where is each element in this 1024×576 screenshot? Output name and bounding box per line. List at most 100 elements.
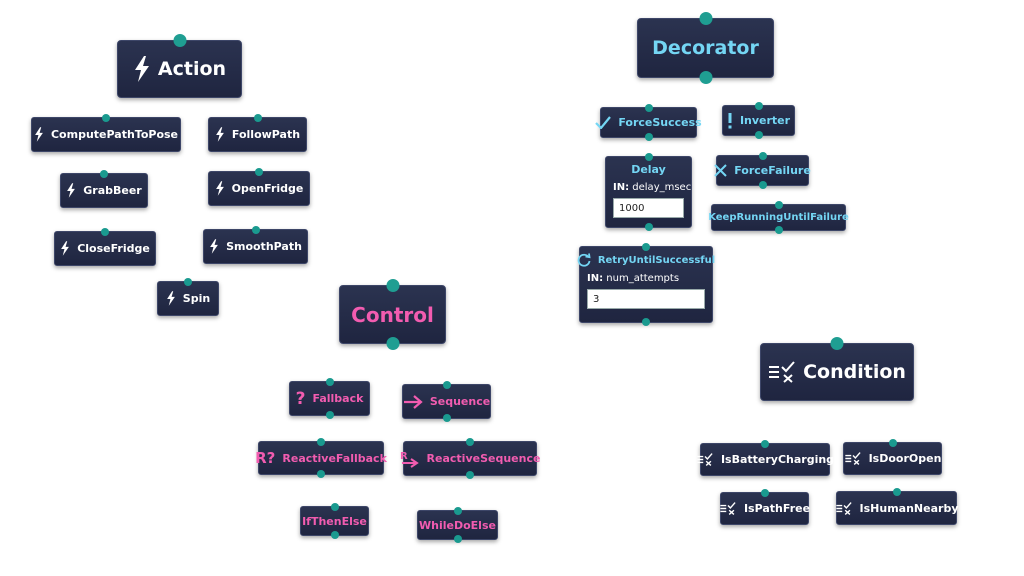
num-attempts-input[interactable]: 3 <box>587 289 705 309</box>
decorator-node-delay[interactable]: Delay IN: delay_msec 1000 <box>605 153 692 231</box>
input-port[interactable] <box>184 278 192 286</box>
control-category-label: Control <box>351 302 434 327</box>
decorator-node-force-success[interactable]: ForceSuccess <box>595 104 702 141</box>
control-node-reactive-sequence[interactable]: R ReactiveSequence <box>400 438 540 479</box>
param-name: delay_msec <box>632 182 692 193</box>
input-port[interactable] <box>774 201 783 209</box>
check-icon <box>595 116 612 129</box>
control-node-reactive-fallback[interactable]: R? ReactiveFallback <box>255 438 387 478</box>
control-label: IfThenElse <box>302 514 367 528</box>
action-category-node[interactable]: Action <box>117 34 242 98</box>
bolt-icon <box>66 183 76 198</box>
action-label: SmoothPath <box>226 240 302 253</box>
exclamation-icon <box>727 112 733 129</box>
param-line: IN: delay_msec <box>613 182 691 193</box>
action-label: GrabBeer <box>83 184 142 197</box>
question-icon: ? <box>295 388 306 409</box>
param-prefix: IN: <box>613 182 630 193</box>
condition-icon <box>768 361 796 383</box>
reactive-arrow-icon: R <box>400 450 420 468</box>
control-node-sequence[interactable]: Sequence <box>402 381 491 422</box>
action-node-close-fridge[interactable]: CloseFridge <box>54 228 156 266</box>
input-port[interactable] <box>330 503 339 511</box>
condition-node-is-battery-charging[interactable]: IsBatteryCharging <box>697 440 834 476</box>
output-port[interactable] <box>317 470 325 478</box>
condition-category-input-port[interactable] <box>830 337 844 350</box>
output-port[interactable] <box>453 535 462 543</box>
control-node-fallback[interactable]: ? Fallback <box>289 378 370 419</box>
input-port[interactable] <box>760 489 769 497</box>
delay-msec-input[interactable]: 1000 <box>613 198 684 218</box>
condition-node-is-human-nearby[interactable]: IsHumanNearby <box>835 488 958 525</box>
input-port[interactable] <box>101 228 109 236</box>
output-port[interactable] <box>330 531 339 539</box>
input-port[interactable] <box>466 438 474 446</box>
bolt-icon <box>34 127 44 142</box>
condition-node-is-door-open[interactable]: IsDoorOpen <box>843 439 942 475</box>
action-node-open-fridge[interactable]: OpenFridge <box>208 168 310 206</box>
input-port[interactable] <box>453 507 462 515</box>
input-port[interactable] <box>644 153 653 161</box>
output-port[interactable] <box>325 411 334 419</box>
decorator-label: ForceFailure <box>734 164 811 177</box>
condition-category-node[interactable]: Condition <box>760 337 914 401</box>
decorator-node-retry-until-successful[interactable]: RetryUntilSuccessful IN: num_attempts 3 <box>577 243 715 326</box>
control-category-output-port[interactable] <box>386 337 399 350</box>
output-port[interactable] <box>642 318 650 326</box>
action-label: ComputePathToPose <box>50 128 179 141</box>
condition-node-is-path-free[interactable]: IsPathFree <box>719 489 810 525</box>
decorator-category-input-port[interactable] <box>699 12 712 25</box>
x-icon <box>714 164 727 177</box>
input-port[interactable] <box>442 381 451 389</box>
input-port[interactable] <box>888 439 897 447</box>
input-port[interactable] <box>102 114 110 122</box>
bolt-icon <box>166 291 176 306</box>
bolt-icon <box>60 241 70 256</box>
bolt-icon <box>209 239 219 254</box>
action-node-grab-beer[interactable]: GrabBeer <box>60 170 148 208</box>
input-port[interactable] <box>892 488 901 496</box>
control-node-if-then-else[interactable]: IfThenElse <box>300 503 369 539</box>
condition-category-label: Condition <box>803 361 906 383</box>
output-port[interactable] <box>754 131 763 139</box>
input-port[interactable] <box>317 438 325 446</box>
action-node-smooth-path[interactable]: SmoothPath <box>203 226 308 264</box>
output-port[interactable] <box>758 181 767 189</box>
action-category-label: Action <box>157 58 227 80</box>
action-category-input-port[interactable] <box>173 34 186 47</box>
control-node-while-do-else[interactable]: WhileDoElse <box>417 507 498 543</box>
control-category-input-port[interactable] <box>386 279 399 292</box>
input-port[interactable] <box>251 226 260 234</box>
decorator-node-inverter[interactable]: Inverter <box>722 102 795 139</box>
control-category-node[interactable]: Control <box>339 279 446 350</box>
decorator-category-node[interactable]: Decorator <box>637 12 774 84</box>
param-prefix: IN: <box>587 273 604 284</box>
condition-icon <box>719 502 737 515</box>
input-port[interactable] <box>642 243 650 251</box>
control-label: Sequence <box>429 395 491 408</box>
reactive-question-icon: R? <box>255 449 276 467</box>
decorator-category-output-port[interactable] <box>699 71 712 84</box>
input-port[interactable] <box>761 440 769 448</box>
input-port[interactable] <box>255 168 263 176</box>
condition-icon <box>696 453 714 466</box>
input-port[interactable] <box>100 170 108 178</box>
output-port[interactable] <box>644 133 653 141</box>
output-port[interactable] <box>442 414 451 422</box>
input-port[interactable] <box>325 378 334 386</box>
control-label: ReactiveSequence <box>426 452 541 465</box>
input-port[interactable] <box>754 102 763 110</box>
action-node-follow-path[interactable]: FollowPath <box>208 114 307 152</box>
output-port[interactable] <box>466 471 474 479</box>
decorator-node-force-failure[interactable]: ForceFailure <box>714 152 811 189</box>
decorator-node-keep-running-until-failure[interactable]: KeepRunningUntilFailure <box>708 201 849 234</box>
output-port[interactable] <box>644 223 653 231</box>
input-port[interactable] <box>758 152 767 160</box>
decorator-label: Inverter <box>739 114 791 127</box>
input-port[interactable] <box>253 114 262 122</box>
input-port[interactable] <box>644 104 653 112</box>
decorator-category-label: Decorator <box>652 37 759 59</box>
output-port[interactable] <box>774 226 783 234</box>
action-node-spin[interactable]: Spin <box>157 278 219 316</box>
action-node-compute-path-to-pose[interactable]: ComputePathToPose <box>31 114 181 152</box>
